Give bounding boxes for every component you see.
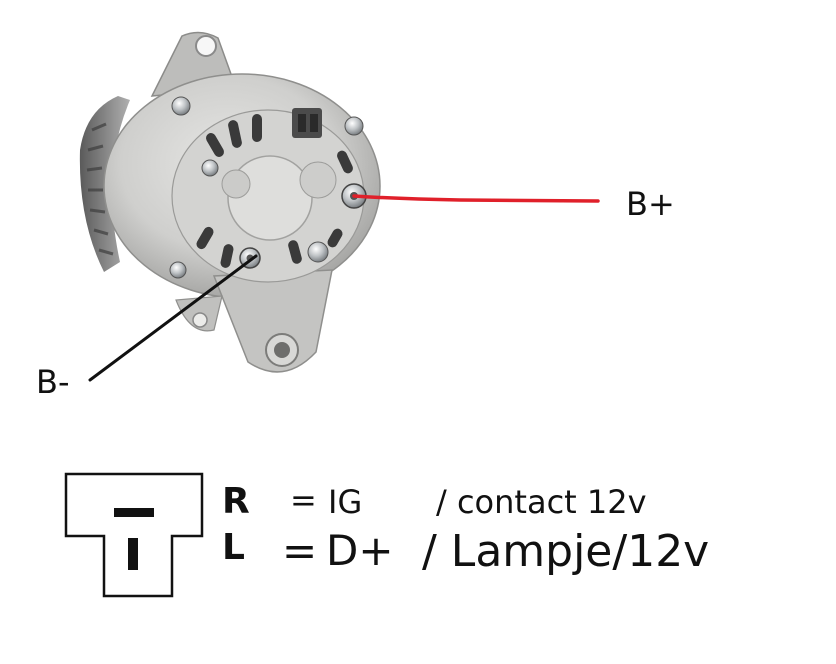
pin-l-code: D+: [326, 526, 394, 575]
b-minus-label: B-: [36, 363, 70, 401]
pin-r-description: / contact 12v: [436, 483, 647, 521]
pin-r-code: IG: [328, 483, 363, 521]
connector-pin-l: [128, 538, 138, 570]
b-minus-wire: [88, 254, 258, 382]
connector-pin-r: [114, 508, 154, 517]
pin-l-equals: =: [282, 526, 318, 575]
b-plus-wire: [352, 194, 600, 203]
b-plus-label: B+: [626, 185, 675, 223]
connector-plug-outline: [64, 472, 204, 598]
pin-l-letter: L: [222, 527, 245, 568]
pin-r-letter: R: [222, 481, 250, 522]
pin-l-description: / Lampje/12v: [422, 526, 710, 577]
alternator-image: [79, 31, 381, 373]
pin-r-equals: =: [290, 481, 317, 519]
